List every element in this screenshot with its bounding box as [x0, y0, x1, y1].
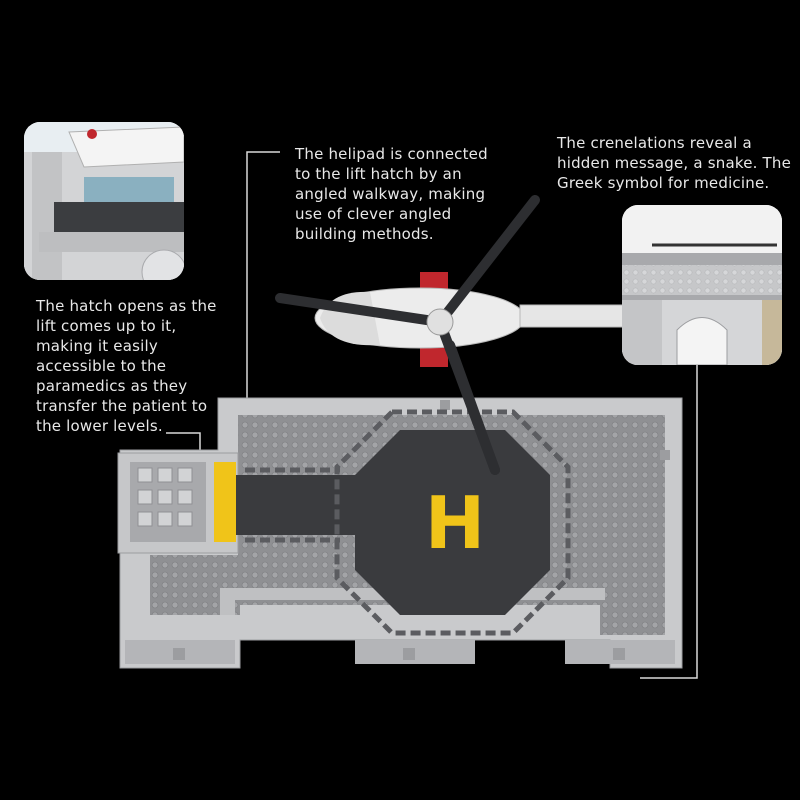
- leader-line-helipad: [246, 151, 280, 400]
- crenelations-detail-image: [622, 205, 782, 365]
- leader-line-hatch: [166, 432, 201, 452]
- leader-line-crenelations: [640, 365, 698, 679]
- rotor-blade: [445, 340, 500, 475]
- inset-photo-crenelations: [622, 205, 782, 365]
- caption-crenelations: The crenelations reveal a hidden message…: [557, 134, 792, 192]
- hatch-detail-image: [24, 122, 184, 280]
- leader-lines: [166, 151, 698, 679]
- inset-photo-hatch: [24, 122, 184, 280]
- caption-helipad: The helipad is connected to the lift hat…: [295, 145, 488, 243]
- helipad-platform: H: [236, 409, 571, 636]
- caption-hatch: The hatch opens as the lift comes up to …: [36, 297, 217, 435]
- helipad-marking: H: [425, 481, 485, 565]
- lift-hatch: [117, 452, 239, 554]
- hatch-yellow-strip: [214, 462, 236, 542]
